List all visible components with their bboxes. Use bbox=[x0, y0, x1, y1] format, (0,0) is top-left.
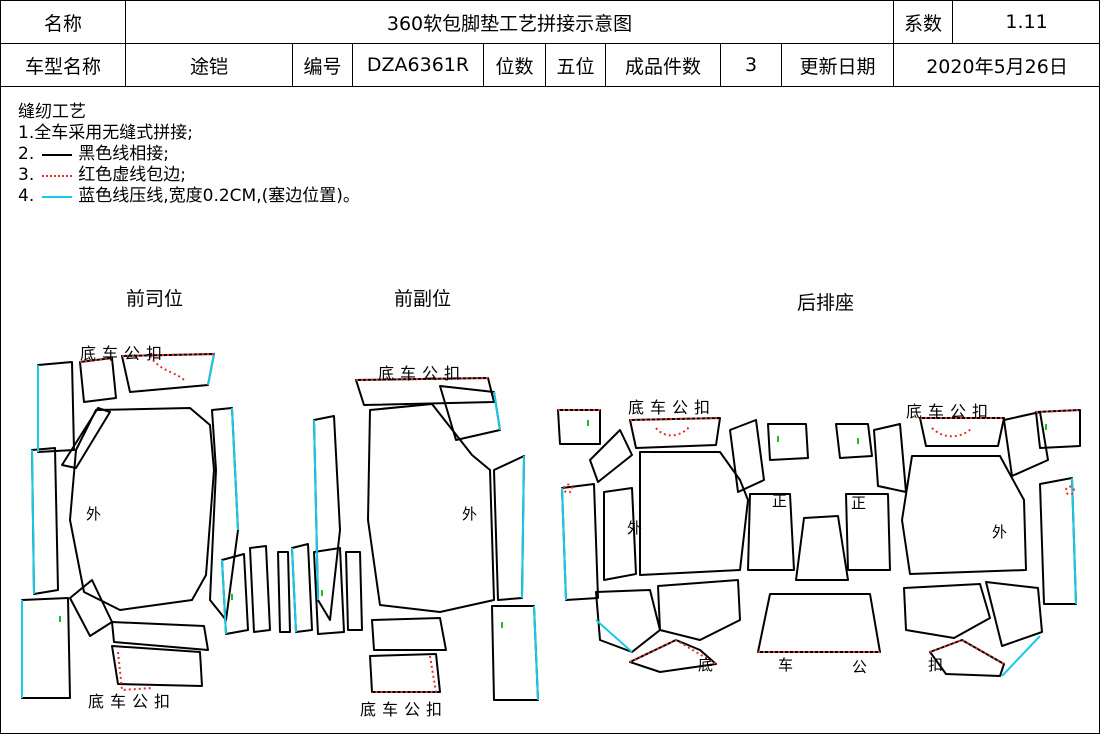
passenger-outer-label: 外 bbox=[462, 505, 478, 523]
passenger-piece-right-strip bbox=[493, 455, 525, 601]
passenger-piece-bottom-1 bbox=[371, 617, 447, 651]
passenger-piece-top bbox=[355, 377, 495, 406]
update-date-value: 2020年5月26日 bbox=[893, 43, 1100, 87]
driver-clip-label-bottom: 底车公扣 bbox=[88, 692, 177, 711]
note-2: 2.黑色线相接; bbox=[18, 144, 169, 164]
press-lines bbox=[21, 353, 1077, 701]
title-block: 名称 360软包脚垫工艺拼接示意图 系数 1.11 车型名称 途铠 编号 DZA… bbox=[0, 0, 1100, 87]
seats-label: 位数 bbox=[483, 43, 546, 87]
driver-piece-bottom-base bbox=[111, 645, 203, 687]
rear-mat bbox=[557, 409, 1081, 677]
rear-piece-center-bump bbox=[795, 515, 849, 581]
sewing-notes: 缝纫工艺 1.全车采用无缝式拼接; 2.黑色线相接; 3.红色虚线包边; 4.蓝… bbox=[18, 102, 360, 207]
rear-clip-label-right: 底车公扣 bbox=[906, 402, 995, 421]
rear-piece-left-curve bbox=[589, 429, 633, 483]
car-model-value: 途铠 bbox=[125, 43, 293, 87]
rear-clip-label-left: 底车公扣 bbox=[628, 398, 717, 417]
rear-piece-far-right bbox=[1039, 477, 1077, 605]
rear-front-label-left: 正 bbox=[772, 492, 788, 510]
driver-piece-bottom-wedge bbox=[69, 579, 113, 637]
rear-piece-bottom-left-2 bbox=[657, 579, 741, 641]
rear-bottom-char-3: 公 bbox=[852, 658, 868, 676]
rear-piece-top-right-square bbox=[1035, 409, 1081, 449]
red-dotted-swatch bbox=[42, 174, 73, 177]
driver-mat bbox=[21, 353, 291, 699]
driver-clip-label-top: 底车公扣 bbox=[80, 344, 169, 363]
rear-piece-center-right bbox=[835, 423, 873, 459]
rear-piece-left-side bbox=[603, 487, 637, 581]
passenger-piece-pillar-2 bbox=[313, 547, 345, 635]
passenger-mat bbox=[291, 377, 539, 701]
passenger-clip-label-top: 底车公扣 bbox=[378, 364, 467, 383]
rear-piece-bottom-left bbox=[595, 589, 661, 653]
rear-piece-center-side-r bbox=[845, 493, 891, 571]
passenger-clip-label-bottom: 底车公扣 bbox=[360, 700, 449, 719]
rear-piece-bottom-right-2 bbox=[985, 581, 1043, 647]
rear-piece-right-curve bbox=[1003, 411, 1049, 477]
rear-piece-top-right-clip bbox=[919, 417, 1005, 447]
note-1: 1.全车采用无缝式拼接; bbox=[18, 123, 193, 143]
rear-piece-far-left bbox=[561, 483, 599, 601]
note-3: 3.红色虚线包边; bbox=[18, 165, 186, 185]
driver-piece-bottom-clip bbox=[111, 621, 209, 651]
black-line-swatch bbox=[42, 153, 73, 156]
rear-bottom-char-4: 扣 bbox=[928, 656, 944, 674]
note-4: 4.蓝色线压线,宽度0.2CM,(塞边位置)。 bbox=[18, 186, 360, 206]
passenger-piece-pillar-3 bbox=[345, 551, 363, 631]
car-model-label: 车型名称 bbox=[0, 43, 126, 87]
rear-left-outer-label: 外 bbox=[627, 519, 643, 537]
driver-piece-outer bbox=[69, 407, 215, 611]
passenger-piece-bottom-clip bbox=[369, 653, 441, 693]
driver-piece-bottom-left bbox=[21, 597, 71, 699]
section-title-passenger: 前副位 bbox=[394, 288, 452, 310]
rear-piece-bottom-right bbox=[903, 583, 991, 639]
section-title-rear: 后排座 bbox=[797, 292, 855, 314]
piece-count-label: 成品件数 bbox=[605, 43, 721, 87]
passenger-piece-outer bbox=[367, 403, 495, 613]
driver-piece-top-mid bbox=[79, 357, 117, 403]
driver-outer-label: 外 bbox=[86, 505, 102, 523]
rear-piece-center-right-2 bbox=[873, 423, 907, 493]
notes-title: 缝纫工艺 bbox=[18, 102, 86, 122]
update-date-label: 更新日期 bbox=[780, 43, 895, 87]
rear-piece-center-side-l bbox=[747, 493, 795, 571]
rear-piece-right-outer bbox=[901, 455, 1027, 575]
rear-piece-bottom-left-clip bbox=[629, 639, 717, 673]
rear-piece-left-outer bbox=[639, 451, 749, 576]
drawing-title: 360软包脚垫工艺拼接示意图 bbox=[124, 0, 895, 44]
rear-bottom-char-2: 车 bbox=[778, 656, 794, 674]
rear-right-outer-label: 外 bbox=[992, 523, 1008, 541]
driver-piece-pillar-3 bbox=[277, 551, 291, 633]
piece-count-value: 3 bbox=[720, 43, 782, 87]
blue-line-swatch bbox=[42, 195, 73, 198]
seats-value: 五位 bbox=[545, 43, 606, 87]
rear-piece-top-left-square bbox=[557, 409, 601, 445]
rear-bottom-char-1: 底 bbox=[698, 656, 714, 674]
driver-piece-diag-band bbox=[61, 407, 111, 469]
rear-piece-center-left-2 bbox=[729, 419, 765, 493]
edge-binding bbox=[79, 353, 1081, 693]
rear-piece-top-left-clip bbox=[629, 417, 721, 449]
rear-front-label-right: 正 bbox=[851, 494, 867, 512]
rear-piece-bottom-right-clip bbox=[929, 639, 1005, 677]
driver-piece-top-left bbox=[37, 361, 75, 453]
passenger-piece-bottom-right bbox=[491, 605, 539, 701]
driver-piece-left-long bbox=[31, 447, 59, 595]
code-value: DZA6361R bbox=[352, 43, 484, 87]
rear-piece-center-bottom bbox=[757, 593, 881, 653]
rear-piece-center-left bbox=[767, 423, 809, 461]
driver-piece-pillar-2 bbox=[249, 545, 271, 633]
section-title-driver: 前司位 bbox=[126, 288, 184, 310]
green-markers bbox=[59, 420, 1047, 628]
